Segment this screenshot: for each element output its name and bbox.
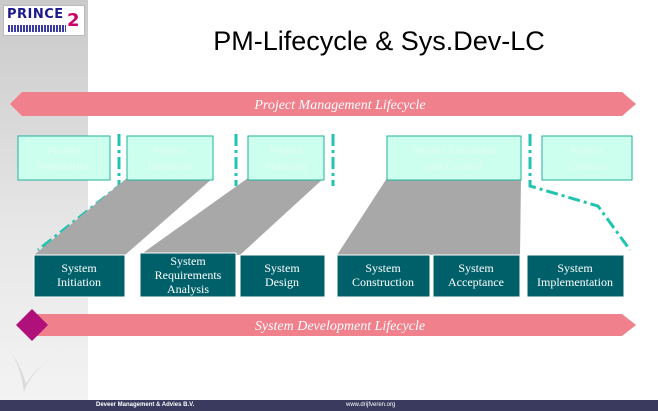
- phase-label-line: Project: [269, 143, 304, 157]
- system-label-line: System: [264, 261, 300, 275]
- phase-funnel: [34, 178, 213, 255]
- phase-label-line: Project Execution: [411, 143, 497, 157]
- prince2-logo: PRINCE 2: [3, 5, 85, 36]
- phase-label-line: Initiation: [148, 159, 192, 173]
- connector-line: [528, 134, 632, 251]
- phase-label-line: Planning: [265, 159, 308, 173]
- footer-bar: Deveer Management & Advies B.V. www.drij…: [0, 400, 658, 411]
- phase-label-line: Project: [570, 143, 605, 157]
- system-phase-box: System Initiation: [33, 254, 126, 298]
- phase-funnel: [140, 178, 324, 255]
- project-phase-box: Project Closure: [541, 135, 633, 181]
- system-label-line: System: [365, 261, 401, 275]
- system-phase-box: System Requirements Analysis: [139, 252, 237, 298]
- system-label-line: Construction: [352, 275, 414, 289]
- slide-title: PM-Lifecycle & Sys.Dev-LC: [213, 26, 545, 56]
- project-phase-box: Project Planning: [247, 135, 325, 181]
- project-phase-box: Project Preparation: [17, 135, 111, 181]
- logo-word: PRINCE: [7, 7, 64, 22]
- system-label-line: Initiation: [57, 275, 101, 289]
- pm-lifecycle-band: [10, 92, 636, 116]
- phase-label-line: and Control: [426, 159, 484, 173]
- system-label-line: System: [557, 261, 593, 275]
- sd-lifecycle-band: [30, 314, 636, 336]
- phase-funnel: [337, 178, 521, 255]
- system-label-line: Requirements: [155, 268, 222, 282]
- system-label-line: Analysis: [167, 282, 209, 296]
- project-phase-box: Project Execution and Control: [386, 135, 522, 181]
- sd-lifecycle-diamond: [16, 309, 48, 341]
- phase-label-line: Project: [153, 143, 188, 157]
- system-label-line: System: [61, 261, 97, 275]
- system-label-line: Implementation: [537, 275, 613, 289]
- system-label-line: System: [458, 261, 494, 275]
- phase-label-line: Preparation: [36, 159, 91, 173]
- project-phase-box: Project Initiation: [126, 135, 214, 181]
- system-phase-box: System Design: [239, 254, 326, 298]
- system-label-line: Acceptance: [448, 275, 504, 289]
- footer-url: www.drijfveren.org: [346, 402, 396, 408]
- system-label-line: Design: [265, 275, 299, 289]
- sd-lifecycle-label: System Development Lifecycle: [255, 319, 425, 334]
- pm-lifecycle-label: Project Management Lifecycle: [253, 98, 425, 113]
- system-label-line: System: [170, 254, 206, 268]
- system-phase-box: System Construction: [336, 254, 431, 298]
- system-phase-box: System Implementation: [526, 254, 625, 298]
- logo-bar: [8, 25, 66, 32]
- system-phase-box: System Acceptance: [432, 254, 521, 298]
- phase-label-line: Closure: [568, 159, 605, 173]
- footer-company: Deveer Management & Advies B.V.: [96, 402, 195, 408]
- lifecycle-diagram: Project Management Lifecycle Project Pre…: [8, 92, 636, 392]
- watermark-emblem: [8, 348, 66, 392]
- logo-mark: 2: [67, 10, 80, 31]
- phase-label-line: Project: [47, 143, 82, 157]
